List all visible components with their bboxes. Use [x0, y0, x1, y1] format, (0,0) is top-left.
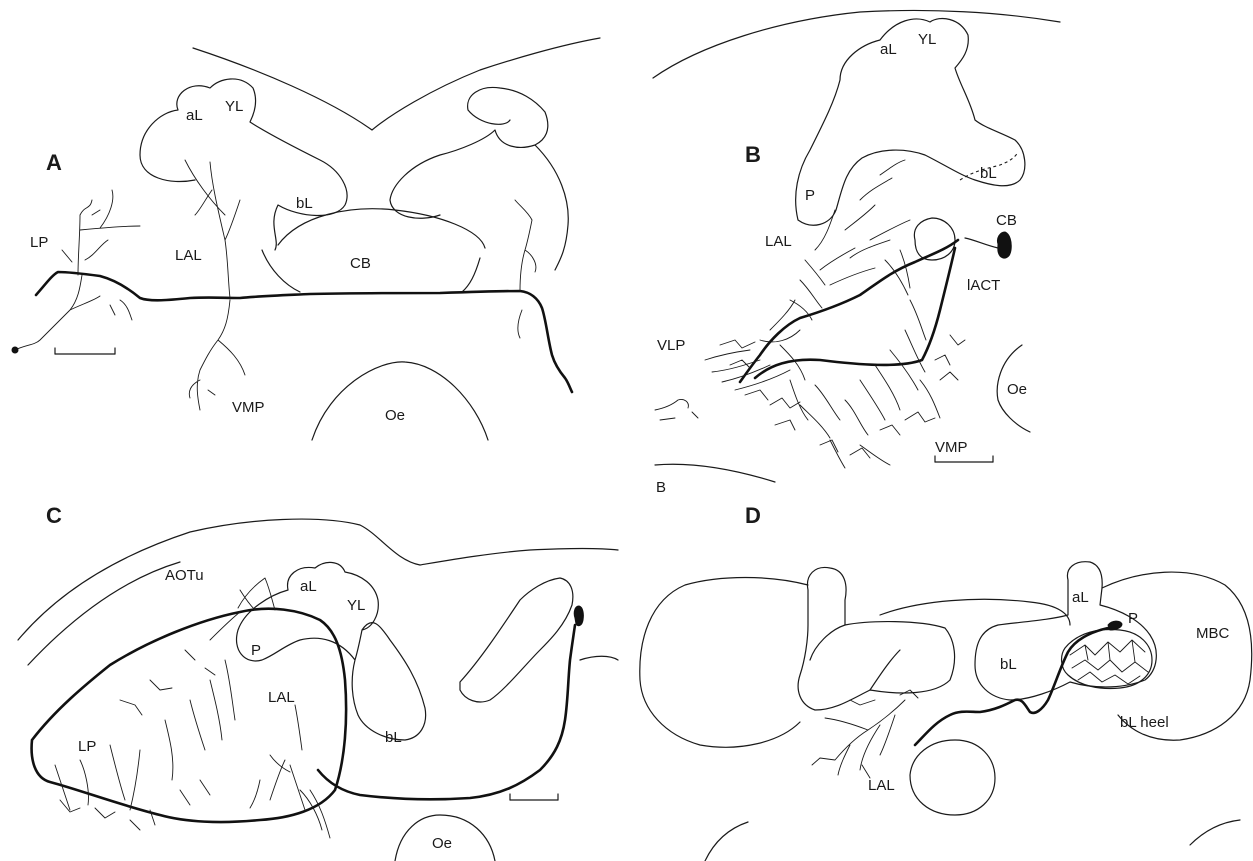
panel-c-label-oe: Oe [432, 835, 452, 852]
panel-d-oval [910, 740, 995, 815]
panel-b-label-cb: CB [996, 212, 1017, 229]
panel-a-letter: A [46, 150, 62, 175]
panel-c-brain-outline [18, 519, 618, 640]
panel-d-label-bl-heel: bL heel [1120, 714, 1169, 731]
panel-c-main-neurite [32, 609, 575, 822]
panel-c-outer-right [580, 656, 618, 660]
panel-c-mushroom-lobes [237, 562, 426, 740]
panel-b-label-bl: bL [980, 165, 997, 182]
panel-b-second-neurite [755, 248, 955, 378]
panel-c-letter: C [46, 503, 62, 528]
panel-b-lower-outline [655, 464, 775, 482]
panel-c: C AOTu aL YL P LAL LP bL Oe [18, 503, 618, 861]
panel-c-label-al: aL [300, 578, 317, 595]
panel-a-label-bl: bL [296, 195, 313, 212]
panel-b-soma-fiber [965, 238, 998, 248]
panel-b-label-p: P [805, 187, 815, 204]
panel-d-left-calyx [640, 578, 808, 748]
panel-d-label-bl: bL [1000, 656, 1017, 673]
panel-b-label-lal: LAL [765, 233, 792, 250]
panel-b-label-b: B [656, 479, 666, 496]
panel-b-dendrite-mesh-3 [720, 335, 965, 458]
panel-b-vlp-fragment [655, 399, 698, 420]
panel-c-right-lobe [460, 578, 573, 702]
panel-a-label-cb: CB [350, 255, 371, 272]
panel-d-p-mesh [1070, 640, 1148, 684]
panel-a-lp-branches [15, 190, 140, 350]
panel-b-label-al: aL [880, 41, 897, 58]
panel-d-bottom-left-arc [705, 822, 748, 861]
panel-a-central-body [262, 209, 485, 292]
panel-b-main-neurite [740, 240, 958, 382]
panel-b-brain-outline [653, 10, 1060, 78]
panel-d-label-p: P [1128, 610, 1138, 627]
panel-a: A aL YL bL LP LAL CB VMP Oe [12, 38, 600, 440]
panel-d: D aL P MBC bL bL heel LAL [640, 503, 1252, 861]
panel-d-left-lobes [798, 567, 954, 710]
panel-a-brain-outline [193, 38, 600, 130]
panel-a-label-lp: LP [30, 234, 48, 251]
panel-d-left-lobe-inner [810, 625, 900, 690]
panel-d-bottom-right-arc [1190, 820, 1240, 845]
panel-b-letter: B [745, 142, 761, 167]
panel-d-main-neurite [915, 628, 1108, 745]
panel-a-soma [12, 347, 18, 353]
panel-c-label-aotu: AOTu [165, 567, 204, 584]
panel-a-label-lal: LAL [175, 247, 202, 264]
panel-a-lal-branches [185, 160, 245, 410]
panel-a-oesophagus [312, 362, 488, 440]
panel-b-label-vlp: VLP [657, 337, 685, 354]
panel-b: B aL YL bL P LAL CB lACT VLP Oe VMP B [653, 10, 1060, 496]
panel-c-label-lp: LP [78, 738, 96, 755]
panel-b-label-yl: YL [918, 31, 936, 48]
panel-a-left-mushroom-body [140, 79, 347, 250]
panel-d-label-lal: LAL [868, 777, 895, 794]
panel-a-label-oe: Oe [385, 407, 405, 424]
panel-a-right-branches [515, 200, 536, 338]
panel-d-label-mbc: MBC [1196, 625, 1230, 642]
panel-a-label-yl: YL [225, 98, 243, 115]
panel-d-lal-branches [812, 690, 918, 778]
panel-d-letter: D [745, 503, 761, 528]
panel-b-label-oe: Oe [1007, 381, 1027, 398]
panel-c-label-lal: LAL [268, 689, 295, 706]
panel-c-soma [574, 606, 583, 626]
panel-b-label-lact: lACT [967, 277, 1000, 294]
panel-a-right-mushroom-body [390, 87, 568, 270]
panel-d-label-al: aL [1072, 589, 1089, 606]
panel-c-label-bl: bL [385, 729, 402, 746]
panel-d-soma [1108, 621, 1122, 630]
panel-b-mushroom-lobes [796, 18, 1025, 225]
panel-c-inner-outline [28, 562, 180, 665]
panel-c-label-p: P [251, 642, 261, 659]
panel-d-right-lobes [975, 562, 1156, 700]
panel-b-dendrite-mesh-1 [705, 300, 940, 468]
panel-a-label-vmp: VMP [232, 399, 265, 416]
panel-a-label-al: aL [186, 107, 203, 124]
panel-a-main-neurite [36, 272, 572, 392]
panel-b-label-vmp: VMP [935, 439, 968, 456]
panel-c-label-yl: YL [347, 597, 365, 614]
panel-d-center-arc [880, 599, 1070, 625]
panel-b-cb-soma [997, 232, 1011, 258]
